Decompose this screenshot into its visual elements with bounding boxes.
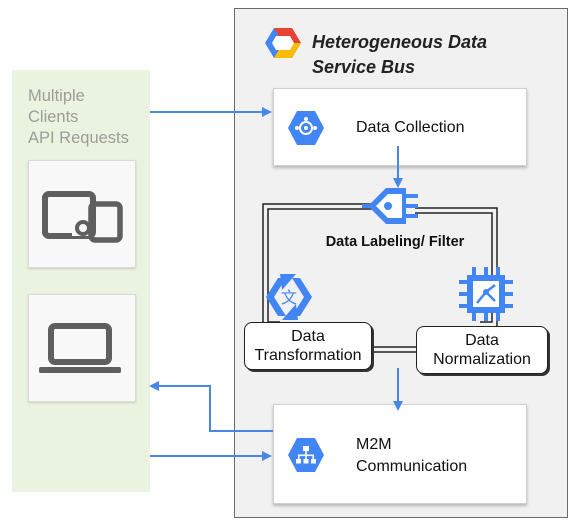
normalization-label-line2: Normalization (433, 351, 531, 368)
m2m-label-line2: Communication (356, 458, 468, 475)
bus-title-line2: Service Bus (312, 57, 416, 77)
clients-panel (12, 70, 150, 492)
bus-title-line1: Heterogeneous Data (312, 32, 488, 52)
data-collection-node: Data Collection (273, 88, 527, 166)
translate-icon: 文 (266, 274, 312, 320)
device-card-laptop (28, 294, 136, 402)
cpu-chip-icon (459, 267, 513, 321)
data-transformation-node: Data Transformation (244, 322, 372, 370)
clients-label: Multiple Clients API Requests (28, 86, 148, 149)
transformation-label-line1: Data (291, 328, 325, 345)
filter-label: Data Labeling/ Filter (325, 234, 465, 250)
data-filter-icon (362, 188, 418, 224)
clients-label-line3: API Requests (28, 129, 129, 147)
data-collection-label: Data Collection (356, 119, 465, 136)
m2m-node: M2M Communication (273, 404, 527, 504)
laptop-icon (39, 323, 121, 373)
clients-label-line1: Multiple (28, 87, 85, 105)
tablet-phone-icon (42, 191, 123, 243)
m2m-label-line1: M2M (356, 436, 392, 453)
normalization-label-line1: Data (465, 332, 499, 349)
device-card-mobile (28, 160, 136, 268)
cloud-pubsub-icon (288, 111, 324, 145)
data-normalization-node: Data Normalization (416, 326, 548, 374)
m2m-label: M2M Communication (356, 434, 467, 478)
transformation-label-line2: Transformation (254, 347, 362, 364)
network-hierarchy-icon (288, 438, 324, 472)
bus-title: Heterogeneous Data Service Bus (312, 30, 552, 80)
svg-text:文: 文 (281, 288, 297, 307)
cloud-logo-icon (265, 28, 301, 58)
arrow-m2m-to-clients (149, 381, 273, 432)
clients-label-line2: Clients (28, 108, 79, 126)
connector-filter-normalize-inner (415, 212, 493, 323)
